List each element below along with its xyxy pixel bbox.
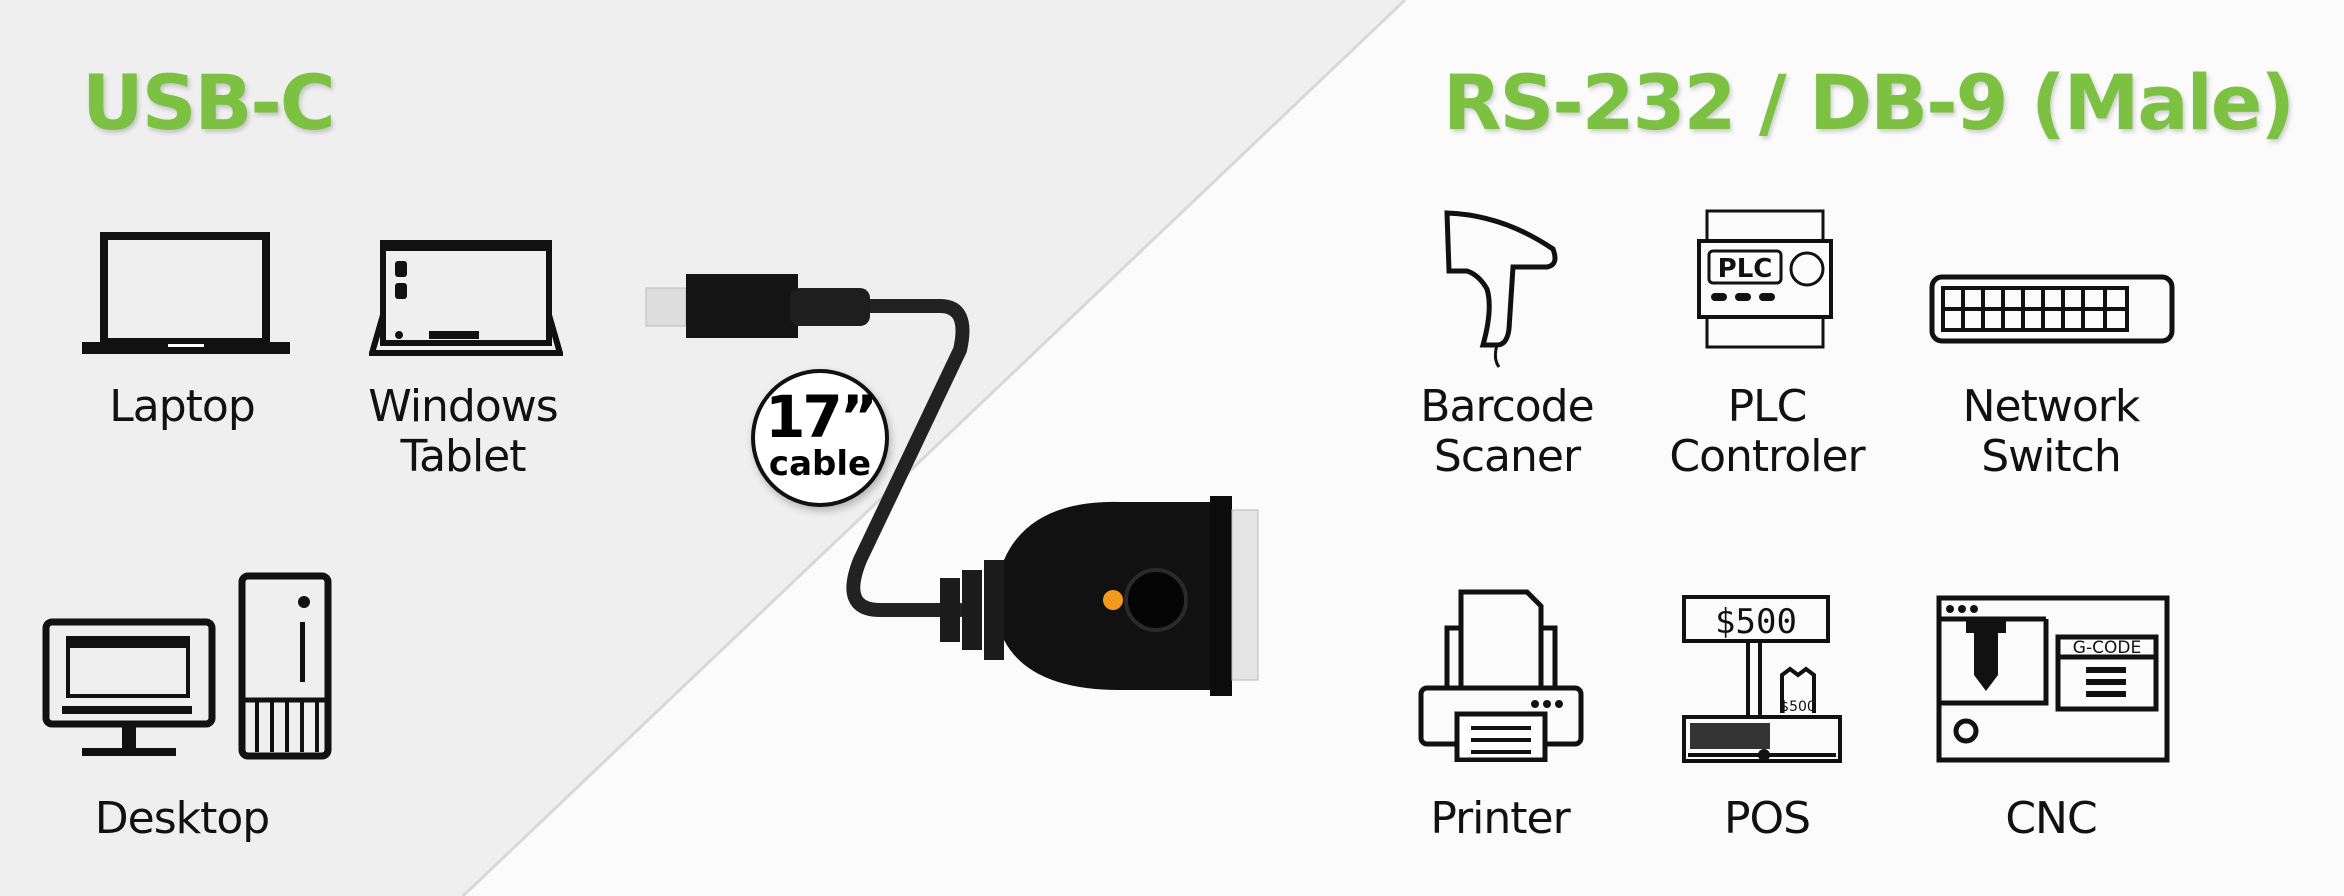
printer-label: Printer <box>1430 793 1570 844</box>
cable-length: 17” <box>765 383 878 451</box>
desktop-icon <box>42 572 332 760</box>
pos-price-text: $500 <box>1715 602 1797 642</box>
plc-icon-text: PLC <box>1718 254 1773 284</box>
pos-icon: $500 $500 <box>1682 595 1842 763</box>
plc-label: PLC Controler <box>1669 381 1865 482</box>
rs232-title: RS-232 / DB-9 (Male) <box>1443 58 2295 147</box>
cnc-label: CNC <box>2005 793 2097 844</box>
plc-icon: PLC <box>1697 209 1833 349</box>
printer-icon <box>1418 589 1584 762</box>
cnc-icon: G-CODE <box>1936 595 2170 763</box>
barcode-scanner-label: Barcode Scaner <box>1420 381 1594 482</box>
cable-length-badge: 17” cable <box>751 369 889 507</box>
barcode-scanner-icon <box>1444 210 1558 368</box>
tablet-icon <box>369 240 563 356</box>
pos-receipt-text: $500 <box>1780 699 1816 715</box>
pos-label: POS <box>1723 793 1811 844</box>
tablet-label: Windows Tablet <box>368 381 558 482</box>
led-indicator <box>1103 590 1123 610</box>
laptop-icon <box>82 232 290 354</box>
desktop-label: Desktop <box>94 793 270 844</box>
network-switch-label: Network Switch <box>1962 381 2141 482</box>
usb-serial-cable-icon <box>645 274 1259 696</box>
cable-unit: cable <box>768 444 872 484</box>
network-switch-icon <box>1929 274 2175 344</box>
laptop-label: Laptop <box>109 381 256 432</box>
usb-c-title: USB-C <box>82 58 336 147</box>
cnc-gcode-text: G-CODE <box>2073 638 2141 658</box>
